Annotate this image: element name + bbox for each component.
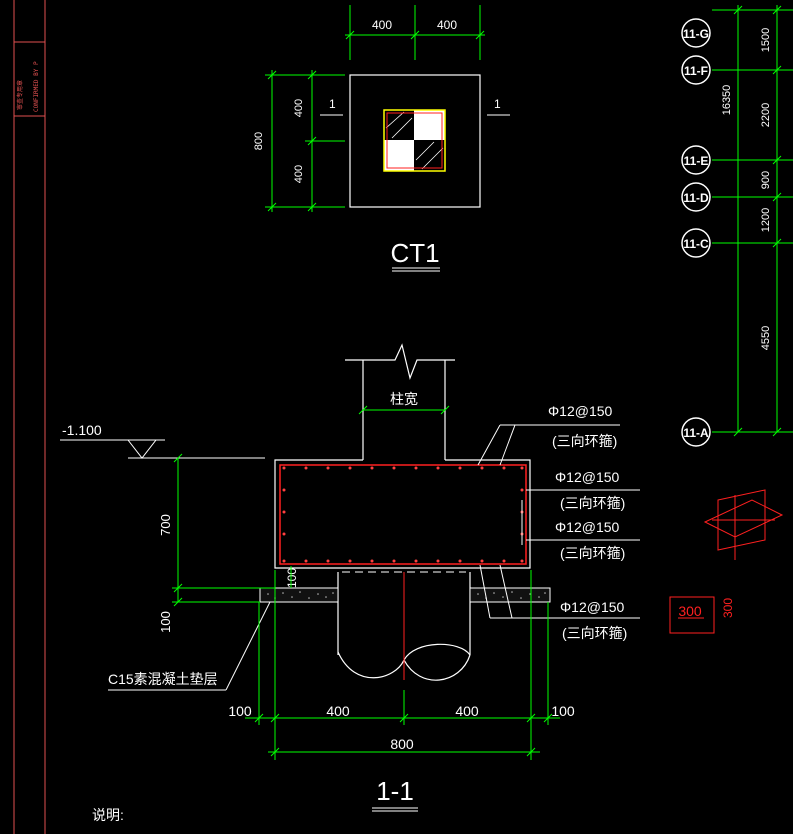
axis-dim-4: 1200	[760, 208, 772, 232]
pad-label: C15素混凝土垫层	[108, 671, 218, 687]
rebar-note-4-desc: (三向环箍)	[562, 625, 627, 641]
rebar-cage	[279, 464, 527, 565]
axis-grid: 1500 2200 900 1200 4550 16350 11-G 11-F …	[681, 5, 793, 447]
tag-value-2: 300	[721, 598, 735, 618]
piles	[337, 571, 471, 681]
plan-view: 400 400 800 400 400	[253, 5, 510, 272]
dim-height: 700	[158, 514, 173, 536]
plan-dim-top-left: 400	[372, 18, 392, 32]
axis-dim-1: 1500	[760, 28, 772, 52]
column-section	[383, 109, 446, 172]
cap-outline	[349, 74, 481, 208]
section-mark-left: 1	[329, 97, 336, 111]
axis-bubble-11f: 11-F	[681, 55, 711, 85]
rebar-dots	[282, 466, 524, 563]
dim-bottom-left-edge: 100	[228, 703, 252, 719]
rebar-note-3-spec: Φ12@150	[555, 519, 620, 535]
plan-dim-left-total: 800	[253, 132, 265, 150]
notes-label: 说明:	[92, 807, 124, 823]
axis-bubble-11e: 11-E	[681, 145, 711, 175]
axis-bubble-11a: 11-A	[681, 417, 711, 447]
section-title: 1-1	[376, 776, 414, 806]
plan-dim-left-lower: 400	[293, 165, 305, 183]
dim-bottom-right-edge: 100	[551, 703, 575, 719]
section-view: 柱宽	[60, 343, 640, 812]
rebar-note-2-spec: Φ12@150	[555, 469, 620, 485]
svg-text:11-F: 11-F	[684, 64, 708, 78]
break-line	[345, 343, 455, 380]
dim-pad-small: 100	[285, 568, 299, 588]
axis-bubble-11d: 11-D	[681, 182, 711, 212]
svg-text:11-E: 11-E	[684, 154, 709, 168]
rebar-note-3-desc: (三向环箍)	[560, 545, 625, 561]
axis-total-dim: 16350	[721, 85, 733, 116]
svg-text:11-A: 11-A	[683, 426, 709, 440]
axis-dim-5: 4550	[760, 326, 772, 350]
elevation-label: -1.100	[62, 422, 102, 438]
stamp-text: CONFIRMED BY P	[33, 61, 40, 112]
svg-text:11-C: 11-C	[683, 237, 709, 251]
plan-dim-left-upper: 400	[293, 99, 305, 117]
section-mark-right: 1	[494, 97, 501, 111]
svg-text:11-D: 11-D	[683, 191, 709, 205]
rebar-note-2-desc: (三向环箍)	[560, 495, 625, 511]
title-block-stamp: 审查专用章 CONFIRMED BY P	[13, 0, 46, 834]
pile-cap	[274, 459, 531, 569]
axis-dim-3: 900	[760, 171, 772, 189]
rebar-note-1-spec: Φ12@150	[548, 403, 613, 419]
rebar-notes: Φ12@150 (三向环箍) Φ12@150 (三向环箍) Φ12@150 (三…	[477, 403, 640, 641]
dim-bottom-left: 400	[326, 703, 350, 719]
dimension-tag: 300 300	[669, 596, 735, 634]
tag-value-1: 300	[678, 603, 702, 619]
stamp-cn: 审查专用章	[16, 80, 24, 110]
axis-bubble-11g: 11-G	[681, 18, 711, 48]
column-width-label: 柱宽	[390, 391, 418, 407]
plan-dim-top-right: 400	[437, 18, 457, 32]
plan-title: CT1	[390, 238, 439, 268]
concrete-cushion	[259, 587, 551, 603]
axis-bubble-11c: 11-C	[681, 228, 711, 258]
ucs-icon	[703, 489, 784, 560]
dim-pad: 100	[158, 611, 173, 633]
rebar-note-1-desc: (三向环箍)	[552, 433, 617, 449]
svg-text:11-G: 11-G	[683, 27, 709, 41]
axis-dim-2: 2200	[760, 103, 772, 127]
dim-total: 800	[390, 736, 414, 752]
dim-bottom-right: 400	[455, 703, 479, 719]
rebar-note-4-spec: Φ12@150	[560, 599, 625, 615]
